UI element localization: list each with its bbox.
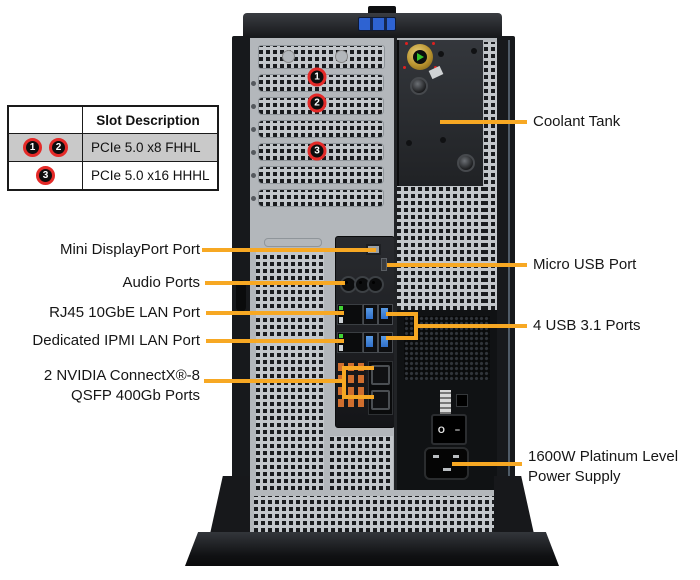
inlet-pin [453, 455, 459, 458]
callout-line-usb31 [418, 324, 527, 328]
qsfp-bracket-top-stub [342, 366, 374, 370]
label-nvidia-line2: QSFP 400Gb Ports [71, 386, 200, 404]
switch-off-mark: O [437, 424, 445, 435]
vent-screw [282, 50, 295, 63]
side-vent-strip [484, 42, 497, 310]
lan-led [339, 345, 343, 351]
power-switch: O − [431, 414, 467, 445]
slot-badge-2: 2 [307, 93, 327, 113]
valve-marker [432, 42, 435, 45]
qsfp-port [371, 365, 390, 385]
valve-indicator [417, 53, 424, 61]
psu-label [440, 390, 451, 414]
switch-on-mark: − [454, 424, 461, 435]
label-usb31-ports: 4 USB 3.1 Ports [533, 317, 641, 334]
label-audio-ports: Audio Ports [122, 274, 200, 291]
callout-line-coolant-tank [440, 120, 527, 124]
stand-foot-left [210, 476, 250, 534]
valve-marker [403, 66, 406, 69]
table-row: 1 2 PCIe 5.0 x8 FHHL [9, 133, 217, 161]
lan-led [339, 317, 343, 323]
bracket-slot [264, 238, 322, 247]
usb-bracket-top-stub [386, 312, 418, 316]
inlet-pin [443, 468, 451, 471]
table-header-row: Slot Description [9, 107, 217, 133]
slot-badge-1: 1 [307, 67, 327, 87]
callout-line-qsfp [204, 379, 346, 383]
usb-port [363, 304, 378, 325]
left-vent [256, 252, 324, 490]
label-coolant-tank: Coolant Tank [533, 113, 621, 130]
coolant-knob-2 [457, 154, 475, 172]
table-header-label: Slot Description [96, 112, 200, 128]
usb-bracket-bottom-stub [386, 336, 418, 340]
label-ipmi-lan: Dedicated IPMI LAN Port [32, 332, 200, 349]
callout-line-mini-displayport [202, 248, 376, 252]
label-psu-line2: Power Supply [528, 467, 621, 485]
coolant-knob [410, 77, 428, 95]
qsfp-bracket-vertical [342, 366, 346, 399]
label-nvidia-qsfp: 2 NVIDIA ConnectX®-8 QSFP 400Gb Ports [0, 366, 200, 405]
pcie-slot-cover [258, 120, 384, 138]
panel-hole [440, 137, 446, 143]
label-mini-displayport: Mini DisplayPort Port [59, 241, 200, 258]
row-badge-2: 2 [49, 138, 68, 157]
lan-led [339, 334, 343, 338]
callout-line-audio [205, 281, 345, 285]
audio-jack [367, 276, 384, 293]
label-nvidia-line1: 2 NVIDIA ConnectX®-8 [43, 367, 200, 384]
side-handle-cutout [236, 280, 246, 312]
callout-line-psu [452, 462, 522, 466]
slot-description: PCIe 5.0 x16 HHHL [91, 168, 210, 183]
callout-line-micro-usb [387, 263, 527, 267]
slot-badge-3: 3 [307, 141, 327, 161]
panel-hole [406, 140, 412, 146]
tower-top-tab [368, 6, 396, 16]
row-badge-1: 1 [23, 138, 42, 157]
panel-hole [471, 48, 477, 54]
psu-port [456, 394, 468, 407]
mid-right-vent [397, 186, 484, 310]
label-rj45-lan: RJ45 10GbE LAN Port [49, 304, 200, 321]
chassis-side-highlight [508, 40, 510, 536]
slot-description-table: Slot Description 1 2 PCIe 5.0 x8 FHHL 3 … [7, 105, 219, 191]
label-psu-line1: 1600W Platinum Level [528, 448, 679, 465]
label-power-supply: 1600W Platinum Level Power Supply [528, 447, 678, 486]
row-badge-3: 3 [36, 166, 55, 185]
callout-line-rj45 [206, 311, 344, 315]
top-vent [258, 45, 385, 69]
qsfp-port [371, 390, 390, 410]
vent-screw [335, 50, 348, 63]
callout-line-ipmi [206, 339, 344, 343]
qsfp-bracket-bottom-stub [342, 395, 374, 399]
label-micro-usb: Micro USB Port [533, 256, 637, 273]
usb-bracket-vertical [414, 312, 418, 340]
slot-screws [251, 81, 256, 86]
slot-description: PCIe 5.0 x8 FHHL [91, 140, 201, 155]
lower-mid-vent [330, 436, 393, 490]
pcie-slot-cover [258, 189, 384, 207]
table-row: 3 PCIe 5.0 x16 HHHL [9, 161, 217, 189]
panel-hole [438, 51, 444, 57]
table-header-badge-col [9, 107, 83, 133]
inlet-pin [433, 455, 439, 458]
usb-port [363, 332, 378, 353]
micro-usb-port [381, 258, 387, 271]
top-latch [358, 17, 396, 31]
lan-led [339, 306, 343, 310]
stand-base [185, 532, 559, 566]
pcie-slot-cover [258, 166, 384, 184]
valve-marker [405, 42, 408, 45]
